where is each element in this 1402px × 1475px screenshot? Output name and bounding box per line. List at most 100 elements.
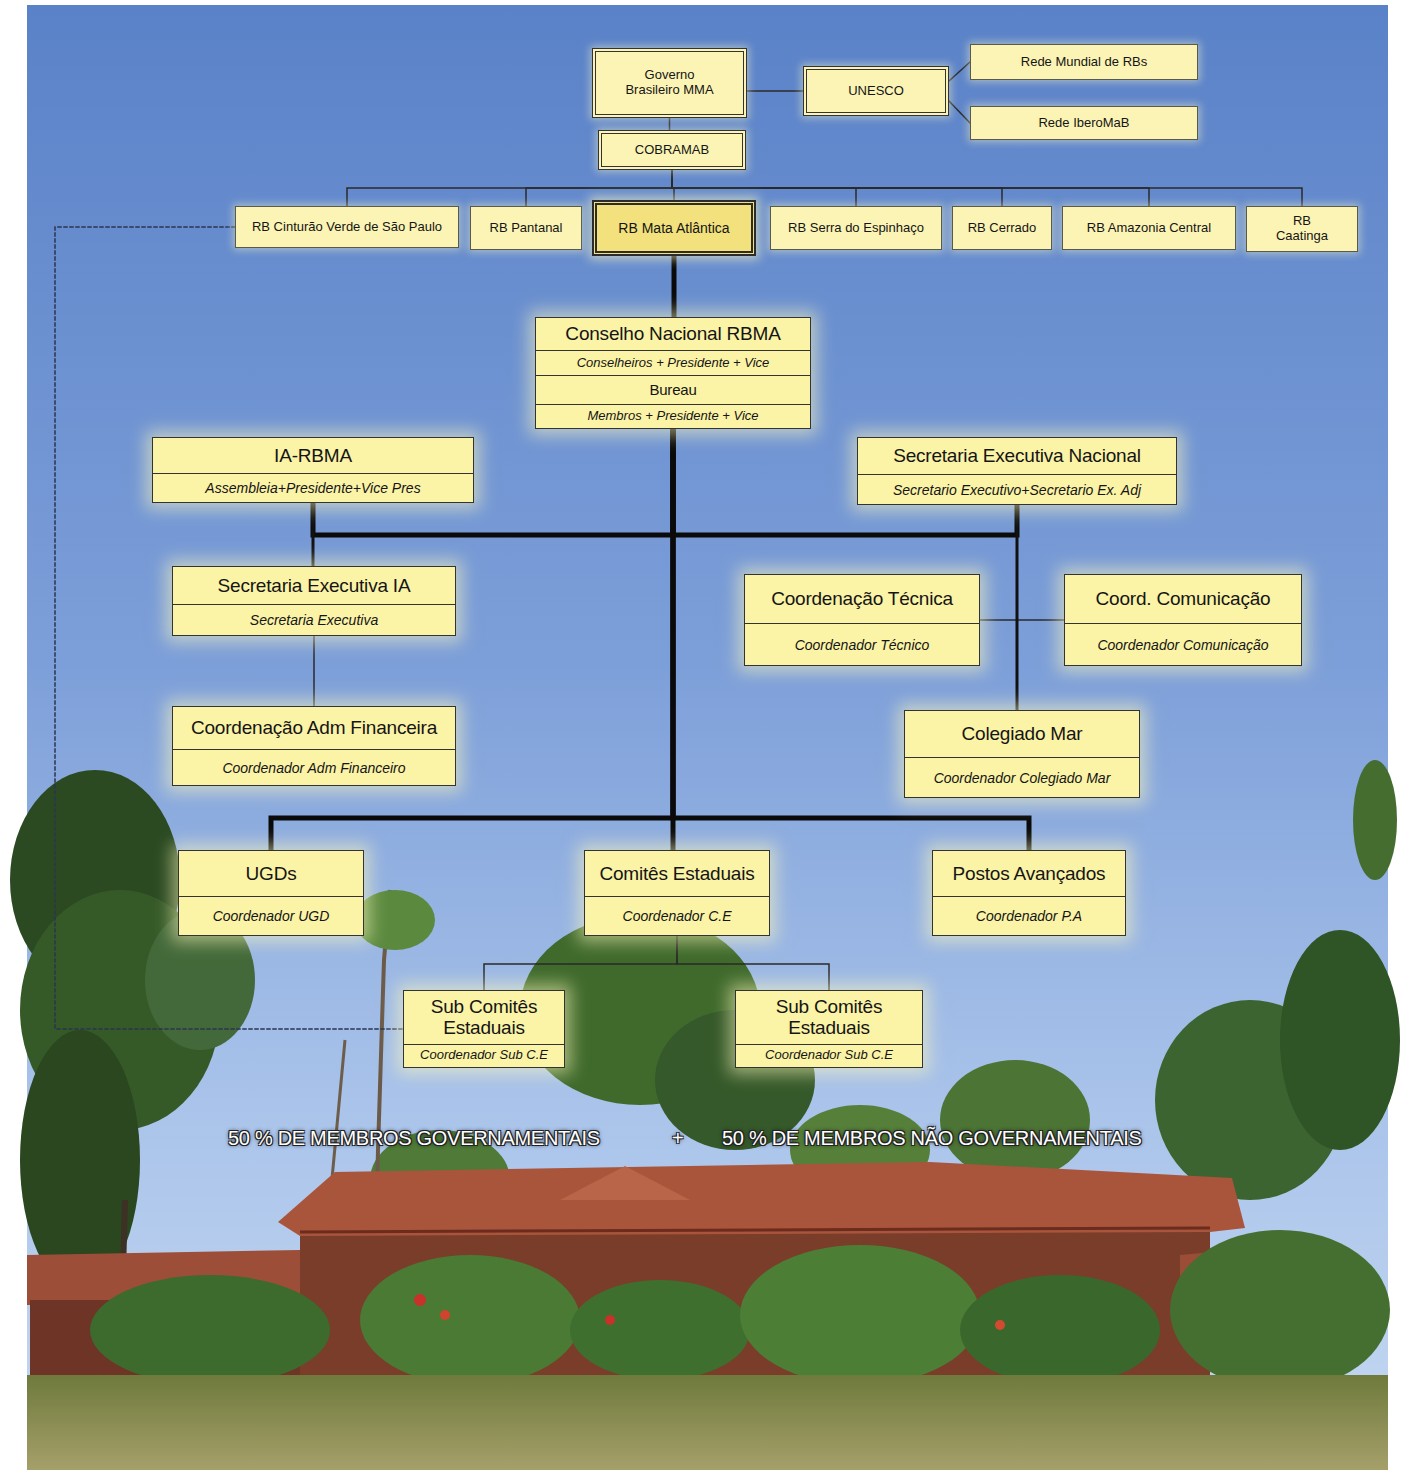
box-title: Postos Avançados	[933, 851, 1125, 896]
box-title: Conselho Nacional RBMA	[536, 318, 810, 350]
flower	[414, 1294, 426, 1306]
network-box: RB Serra do Espinhaço	[770, 206, 942, 250]
box-role: Coordenador Colegiado Mar	[905, 757, 1139, 797]
shrub	[740, 1245, 980, 1385]
org-connector	[312, 503, 315, 566]
box-title: Sub Comitês Estaduais	[404, 991, 564, 1044]
box-role: Coordenador Técnico	[745, 623, 979, 665]
roof	[278, 1162, 1245, 1236]
box-label: RB Cinturão Verde de São Paulo	[236, 207, 458, 247]
flower	[605, 1315, 615, 1325]
box-title: Coordenação Técnica	[745, 575, 979, 623]
box-title: Colegiado Mar	[905, 711, 1139, 757]
shrub	[90, 1275, 330, 1385]
org-connector	[677, 936, 829, 990]
org-box: Secretaria Executiva IASecretaria Execut…	[172, 566, 456, 636]
institution-box: Governo Brasileiro MMA	[592, 48, 747, 118]
sky	[27, 5, 1388, 1470]
box-label: RB Amazonia Central	[1063, 207, 1235, 249]
network-box: RB Cinturão Verde de São Paulo	[235, 206, 459, 248]
membership-note: 50 % DE MEMBROS GOVERNAMENTAIS	[228, 1127, 600, 1150]
network-box: RB Caatinga	[1246, 206, 1358, 252]
box-title: Coord. Comunicação	[1065, 575, 1301, 623]
box-role: Secretaria Executiva	[173, 604, 455, 635]
box-title: Secretaria Executiva Nacional	[858, 438, 1176, 474]
subcommittee-box: Sub Comitês EstaduaisCoordenador Sub C.E	[403, 990, 565, 1068]
lawn	[27, 1375, 1388, 1470]
box-role: Coordenador UGD	[179, 896, 363, 935]
network-box: Rede IberoMaB	[970, 106, 1198, 140]
box-label: RB Pantanal	[471, 207, 581, 249]
org-box: Colegiado MarCoordenador Colegiado Mar	[904, 710, 1140, 798]
network-box: RB Amazonia Central	[1062, 206, 1236, 250]
org-connector	[1017, 505, 1064, 620]
network-box: Rede Mundial de RBs	[970, 44, 1198, 80]
org-box: Secretaria Executiva NacionalSecretario …	[857, 437, 1177, 505]
org-connector	[669, 118, 671, 130]
roof-gable	[560, 1166, 690, 1200]
org-connector	[949, 62, 970, 81]
box-role: Coordenador Sub C.E	[736, 1044, 922, 1067]
box-role: Coordenador Adm Financeiro	[173, 749, 455, 785]
box-label: RB Caatinga	[1247, 207, 1357, 251]
org-connector	[672, 256, 677, 317]
org-connector	[484, 936, 677, 990]
org-connector	[980, 505, 1017, 620]
box-title: Sub Comitês Estaduais	[736, 991, 922, 1044]
council-box: Conselho Nacional RBMAConselheiros + Pre…	[535, 317, 811, 429]
box-label: UNESCO	[807, 70, 945, 112]
org-box: Coordenação TécnicaCoordenador Técnico	[744, 574, 980, 666]
shrub	[1170, 1230, 1390, 1390]
box-label: Rede IberoMaB	[971, 107, 1197, 139]
box-title: Comitês Estaduais	[585, 851, 769, 896]
box-role: Secretario Executivo+Secretario Ex. Adj	[858, 474, 1176, 504]
org-connector	[313, 636, 315, 706]
membership-note: +	[672, 1127, 683, 1150]
membership-note: 50 % DE MEMBROS NÃO GOVERNAMENTAIS	[722, 1127, 1142, 1150]
box-role: Coordenador P.A	[933, 896, 1125, 935]
institution-box: UNESCO	[803, 66, 949, 116]
box-role: Coordenador Comunicação	[1065, 623, 1301, 665]
flower	[440, 1310, 450, 1320]
box-role: Coordenador C.E	[585, 896, 769, 935]
org-connector	[671, 429, 676, 850]
box-label: RB Mata Atlântica	[597, 205, 751, 251]
subcommittee-box: Sub Comitês EstaduaisCoordenador Sub C.E	[735, 990, 923, 1068]
shrub	[960, 1275, 1160, 1385]
box-label: Governo Brasileiro MMA	[596, 52, 743, 114]
org-box: UGDsCoordenador UGD	[178, 850, 364, 936]
org-connector	[747, 90, 803, 92]
org-connector	[672, 170, 1302, 206]
box-role: Coordenador Sub C.E	[404, 1044, 564, 1067]
network-box: RB Pantanal	[470, 206, 582, 250]
flower	[995, 1320, 1005, 1330]
org-connector	[672, 170, 674, 200]
tree-crown	[1280, 930, 1400, 1150]
org-connector	[1016, 505, 1019, 710]
shrub	[360, 1255, 580, 1385]
tree-crown	[940, 1060, 1090, 1180]
box-role: Assembleia+Presidente+Vice Pres	[153, 473, 473, 502]
org-box: Coord. ComunicaçãoCoordenador Comunicaçã…	[1064, 574, 1302, 666]
shrub	[570, 1280, 750, 1380]
box-title: Coordenação Adm Financeira	[173, 707, 455, 749]
box-label: RB Cerrado	[953, 207, 1051, 249]
box-label: COBRAMAB	[602, 134, 742, 166]
box-title: IA-RBMA	[153, 438, 473, 473]
box-title: Bureau	[536, 375, 810, 404]
roof-edge	[300, 1228, 1210, 1232]
institution-box: COBRAMAB	[598, 130, 746, 170]
org-box: IA-RBMAAssembleia+Presidente+Vice Pres	[152, 437, 474, 503]
box-label: RB Serra do Espinhaço	[771, 207, 941, 249]
org-box: Comitês EstaduaisCoordenador C.E	[584, 850, 770, 936]
org-connector	[949, 101, 970, 123]
highlight-box: RB Mata Atlântica	[592, 200, 756, 256]
box-title: UGDs	[179, 851, 363, 896]
org-box: Coordenação Adm FinanceiraCoordenador Ad…	[172, 706, 456, 786]
tree-crown	[355, 890, 435, 950]
box-role: Membros + Presidente + Vice	[536, 404, 810, 428]
box-label: Rede Mundial de RBs	[971, 45, 1197, 79]
box-title: Secretaria Executiva IA	[173, 567, 455, 604]
